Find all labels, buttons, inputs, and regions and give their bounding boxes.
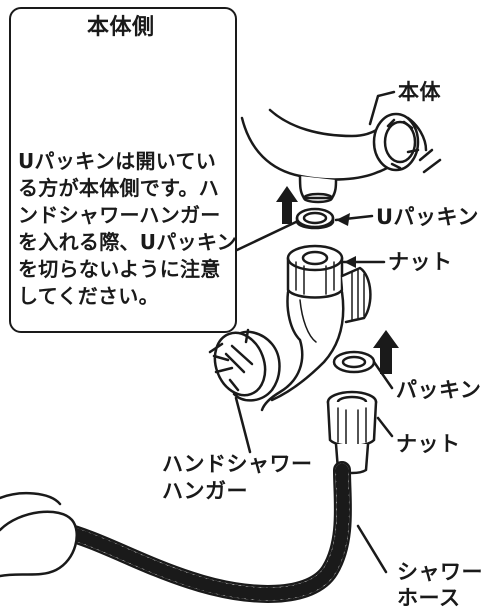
note-line: を入れる際、Uパッキン	[18, 230, 237, 254]
u-packing-part	[295, 207, 335, 230]
label-hose-line2: ホース	[397, 586, 461, 610]
label-hanger-line2: ハンガー	[162, 479, 248, 503]
leader-nut-bottom	[376, 416, 394, 438]
leader-packing	[372, 360, 394, 390]
label-packing: パッキン	[396, 378, 482, 402]
callout-box	[9, 7, 237, 333]
hose-nut	[326, 390, 378, 475]
note-line: ンドシャワーハンガー	[18, 203, 221, 227]
label-body: 本体	[398, 80, 441, 104]
note-line: を切らないように注意	[18, 257, 221, 281]
callout-note: Uパッキンは開いてい る方が本体側です。ハ ンドシャワーハンガー を入れる際、U…	[18, 148, 238, 310]
callout-pointer	[235, 220, 298, 252]
up-arrow-packing	[373, 330, 399, 374]
note-line: Uパッキンは開いてい	[18, 149, 217, 173]
hand-shower-hanger	[208, 244, 372, 412]
label-hanger-line1: ハンドシャワー	[162, 452, 313, 476]
label-hose-line1: シャワー	[397, 560, 483, 584]
label-nut-top: ナット	[388, 250, 453, 274]
flat-packing-part	[332, 350, 376, 374]
label-nut-bottom: ナット	[396, 432, 461, 456]
leader-nut-top-head	[344, 256, 356, 268]
faucet-body	[240, 108, 442, 204]
leader-u-packing-head	[336, 213, 350, 226]
note-line: してください。	[18, 284, 159, 308]
leader-hanger	[234, 396, 252, 454]
shower-hose	[0, 461, 352, 603]
callout-heading: 本体側	[87, 15, 155, 40]
note-line: る方が本体側です。ハ	[18, 176, 219, 200]
up-arrow-upacking	[276, 186, 298, 224]
leader-hose	[356, 524, 388, 574]
leader-body	[368, 90, 396, 126]
label-u-packing: Uパッキン	[376, 205, 479, 229]
